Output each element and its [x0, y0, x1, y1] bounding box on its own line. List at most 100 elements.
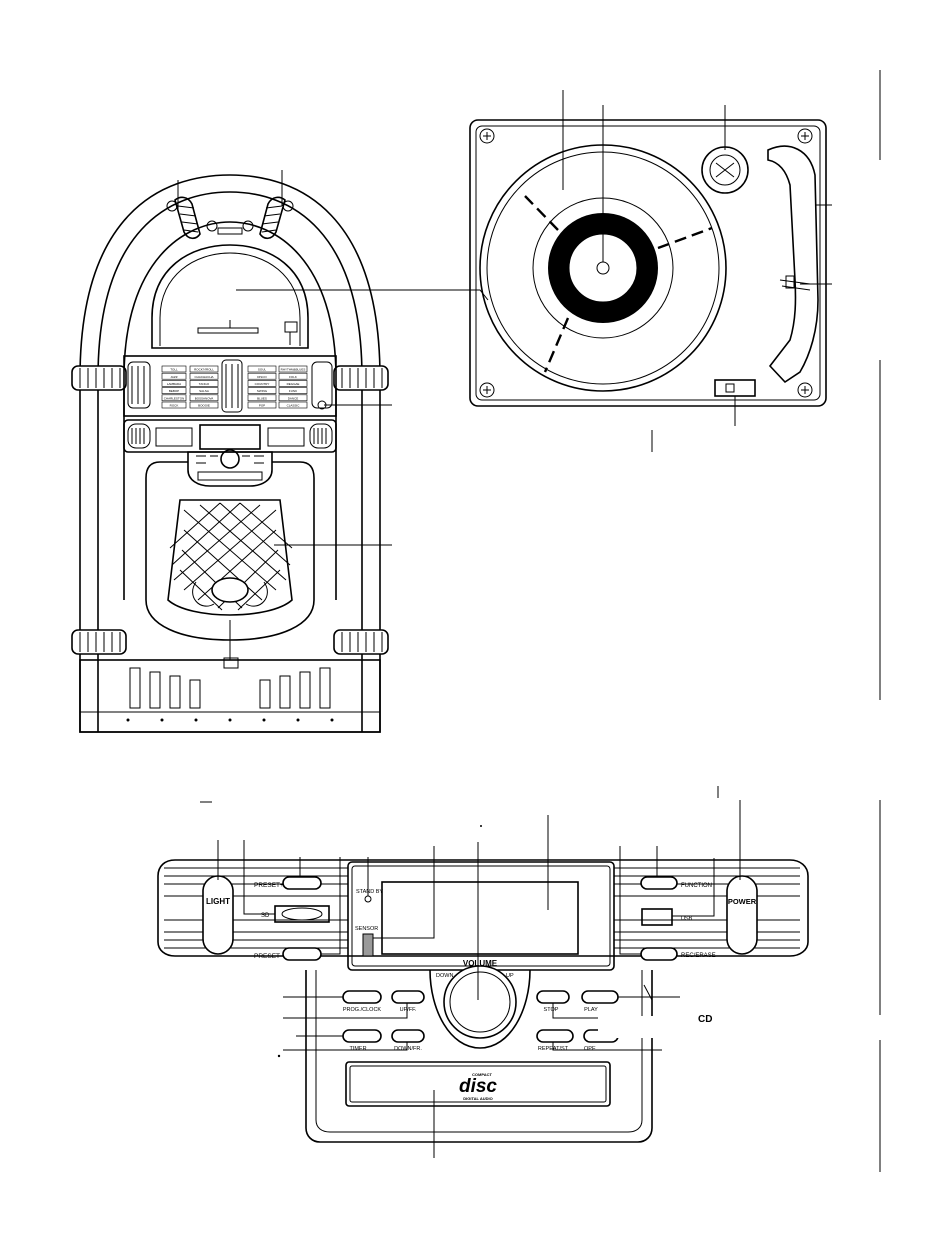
selector-card-label: JAZZ	[170, 375, 177, 379]
cd-logo-top: COMPACT	[472, 1072, 492, 1077]
selector-card-label: DANCE	[288, 396, 299, 400]
selector-card	[278, 401, 308, 409]
selector-card	[161, 387, 187, 394]
selector-card-label: REGGAE	[287, 382, 300, 386]
stop-label: STOP	[544, 1007, 559, 1013]
preset-plus-label: PRESET+	[254, 882, 284, 889]
jukebox-front-view: TOLL JAZZ LAMBADA BEBOP CHARLESTON ROCK ROCK'N…	[71, 170, 489, 733]
selector-card-label: LAMBADA	[167, 382, 181, 386]
selector-card-label: SWING	[257, 389, 268, 393]
side-column-right	[333, 365, 389, 655]
selector-card	[161, 394, 187, 402]
selector-card	[161, 401, 187, 409]
selector-card-label: SALSA	[199, 389, 209, 393]
usb-label: USB	[681, 916, 693, 922]
selector-card	[189, 387, 219, 394]
prog-clock-button[interactable]	[342, 990, 382, 1004]
selector-card-label: DISCO	[257, 375, 267, 379]
selector-card	[189, 372, 219, 380]
sensor-label: SENSOR	[355, 926, 378, 932]
timer-label: TIMER	[349, 1046, 366, 1052]
selector-card-label: CHACHACHA	[194, 375, 213, 379]
selector-card	[247, 380, 277, 387]
power-label: POWER	[728, 897, 757, 906]
volume-knob[interactable]	[443, 965, 517, 1039]
standby-led	[364, 895, 372, 903]
up-ff-button[interactable]	[391, 990, 425, 1004]
play-button[interactable]	[581, 990, 619, 1004]
selector-card	[161, 365, 187, 373]
side-column-left	[71, 365, 127, 655]
down-fr-button[interactable]	[391, 1029, 425, 1043]
front-control-panel: LIGHT PRESET+ PRESET - SD STAND BY SENSO…	[157, 360, 881, 1172]
selector-card-label: FOLK	[289, 375, 297, 379]
selector-card	[278, 365, 308, 373]
selector-card	[278, 394, 308, 402]
selector-card	[247, 387, 277, 394]
selector-card	[247, 365, 277, 373]
power-button[interactable]	[726, 875, 758, 955]
selector-card	[189, 394, 219, 402]
selector-card-label: RHYTHM&BLUES	[281, 368, 306, 372]
selector-card	[247, 372, 277, 380]
selector-card	[247, 394, 277, 402]
standby-label: STAND BY	[356, 889, 383, 895]
selector-card-label: CHARLESTON	[164, 396, 184, 400]
remote-sensor	[362, 933, 374, 957]
function-button[interactable]	[640, 876, 678, 890]
prog-clock-label: PROG./CLOCK	[343, 1007, 382, 1013]
stop-button[interactable]	[536, 990, 570, 1004]
selector-card	[189, 401, 219, 409]
cd-logo-bottom: DIGITAL AUDIO	[463, 1096, 492, 1101]
preset-minus-label: PRESET -	[254, 953, 284, 960]
selector-card	[189, 365, 219, 373]
selector-card-label: ROCK	[170, 404, 179, 408]
preset-minus-button[interactable]	[282, 947, 322, 961]
light-label: LIGHT	[206, 897, 230, 906]
sd-label: SD	[261, 913, 270, 919]
open-label: OPE	[584, 1046, 596, 1052]
selector-card-label: CLASSIC	[287, 404, 301, 408]
turntable-top-view	[469, 70, 881, 452]
repeat-st-button[interactable]	[536, 1029, 574, 1043]
selector-card-label: SOUL	[258, 368, 267, 372]
selector-card	[278, 380, 308, 387]
timer-button[interactable]	[342, 1029, 382, 1043]
selector-card-label: COUNTRY	[255, 382, 270, 386]
up-ff-label: UP/FF.	[400, 1007, 417, 1013]
function-label: FUNCTION	[681, 883, 712, 889]
up-label: UP	[506, 973, 514, 979]
rec-erase-label: REC/ERASE	[681, 953, 716, 959]
cd-slot[interactable]	[345, 1061, 611, 1107]
selector-card-label: TANGO	[199, 382, 210, 386]
volume-label: VOLUME	[463, 959, 498, 968]
repeat-st-label: REPEAT/ST	[538, 1046, 569, 1052]
cd-fragment-label: CD	[698, 1014, 712, 1025]
selector-card	[278, 372, 308, 380]
selector-card-label: BLUES	[257, 396, 267, 400]
selector-card	[247, 401, 277, 409]
selector-card-label: TOLL	[170, 368, 178, 372]
selector-card	[161, 380, 187, 387]
preset-plus-button[interactable]	[282, 876, 322, 890]
cd-logo-main: disc	[459, 1076, 497, 1097]
selector-card-label: BOOGIE	[198, 404, 210, 408]
selector-card-label: ROCK'N'ROLL	[194, 368, 214, 372]
rec-erase-button[interactable]	[640, 947, 678, 961]
light-button[interactable]	[202, 875, 234, 955]
top-ornament-right	[242, 196, 294, 240]
selector-card-label: BOSSANOVA	[195, 396, 214, 400]
compact-disc-logo: COMPACT disc DIGITAL AUDIO	[459, 1072, 497, 1101]
down-label: DOWN	[436, 973, 453, 979]
selector-card-label: BEBOP	[169, 389, 179, 393]
selector-card-label: FUNK	[289, 389, 297, 393]
selector-cards: TOLL JAZZ LAMBADA BEBOP CHARLESTON ROCK ROCK'N…	[161, 365, 308, 409]
selector-card	[278, 387, 308, 394]
selector-card	[189, 380, 219, 387]
usb-port[interactable]	[641, 908, 673, 926]
down-fr-label: DOWN/FR.	[394, 1046, 422, 1052]
selector-card	[161, 372, 187, 380]
top-ornament-left	[166, 196, 218, 240]
play-label: PLAY	[584, 1007, 598, 1013]
selector-card-label: POP	[259, 404, 265, 408]
